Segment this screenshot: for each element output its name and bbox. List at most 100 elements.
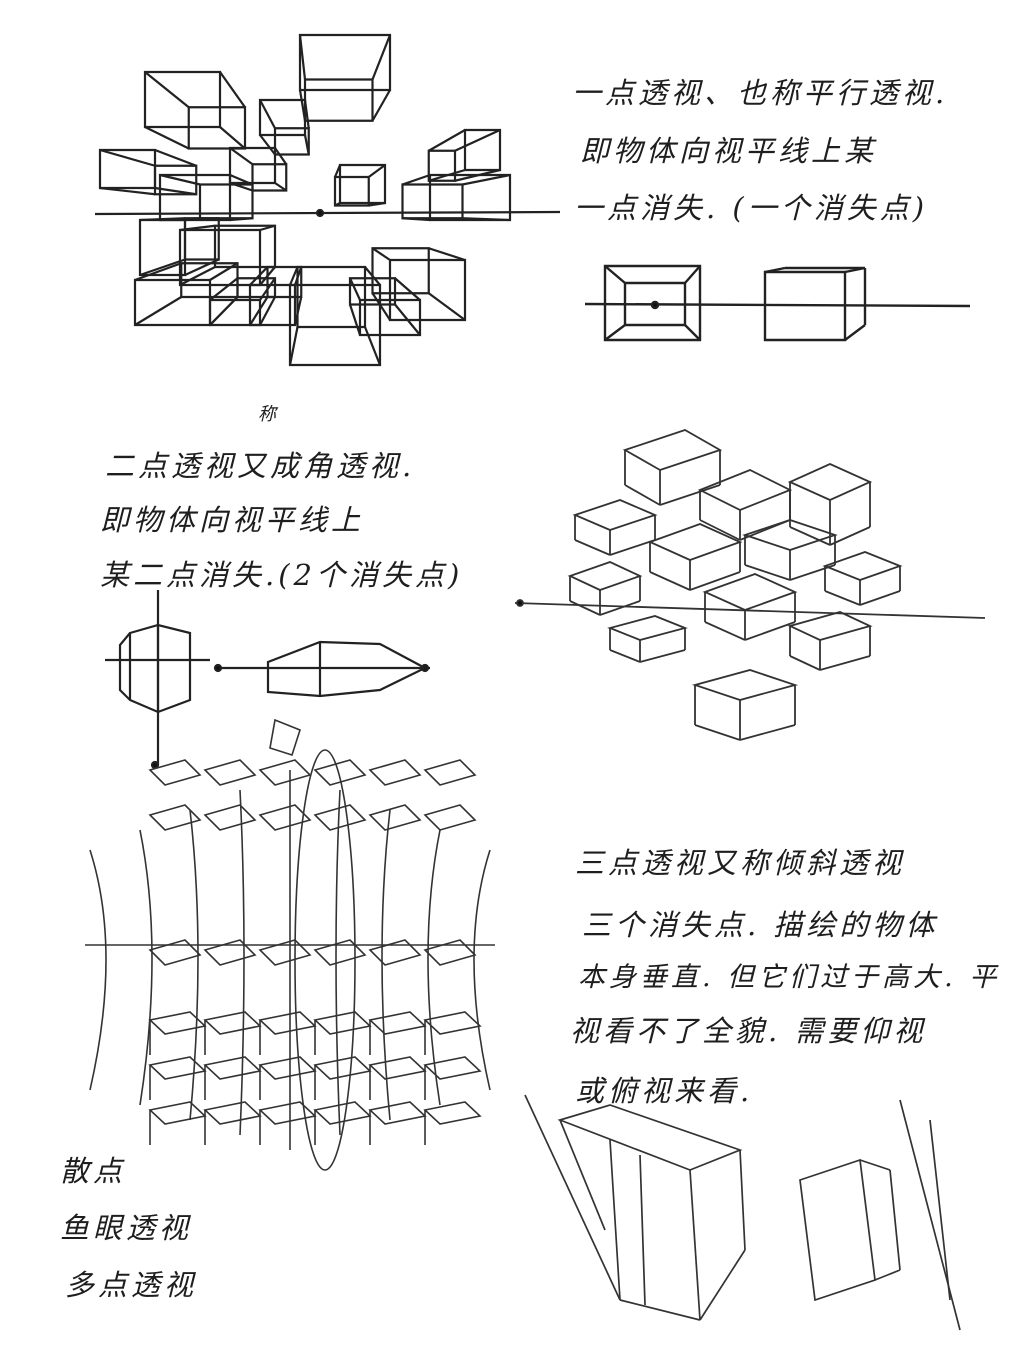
- sketch-stroke: [874, 1269, 901, 1281]
- box-edge: [394, 303, 421, 336]
- vanishing-point: [650, 300, 660, 310]
- sketch-stroke: [569, 600, 601, 616]
- box-edge: [179, 266, 216, 286]
- text-line: 即物体向视平线上: [100, 503, 365, 537]
- fisheye-box: [423, 804, 477, 831]
- fisheye-box: [368, 939, 422, 966]
- box-edge: [229, 147, 254, 166]
- box-edge: [249, 266, 269, 286]
- fisheye-box: [258, 1101, 317, 1125]
- curved-stroke: [381, 809, 391, 1121]
- box-edge: [428, 247, 466, 262]
- sketch-stroke: [744, 621, 796, 641]
- box-edge: [209, 277, 239, 301]
- box-edge: [229, 181, 253, 192]
- sketch-stroke: [859, 590, 901, 606]
- horizon-line: [94, 210, 561, 216]
- fisheye-box: [368, 759, 422, 786]
- box-edge: [209, 296, 239, 326]
- sketch-stroke: [859, 1159, 891, 1171]
- text-line: 三个消失点. 描绘的物体: [582, 908, 939, 942]
- box-edge: [184, 217, 219, 222]
- box-edge: [333, 164, 342, 178]
- fisheye-box: [258, 939, 312, 966]
- sketch-stroke: [574, 539, 611, 556]
- curved-stroke: [239, 789, 245, 1136]
- curved-stroke: [189, 809, 199, 1121]
- box: [288, 283, 382, 367]
- text-line: 或俯视来看.: [575, 1074, 754, 1108]
- fisheye-box: [313, 759, 367, 786]
- box-edge: [368, 201, 386, 207]
- vanishing-point: [516, 599, 524, 607]
- curved-stroke: [427, 829, 441, 1106]
- fisheye-box: [368, 1056, 427, 1080]
- vanishing-point: [315, 208, 325, 218]
- box-edge: [371, 292, 391, 321]
- vanishing-point: [213, 663, 223, 673]
- box-edge: [144, 71, 190, 109]
- sketch-stroke: [929, 1119, 951, 1301]
- box-edge: [428, 129, 466, 152]
- box: [98, 148, 157, 190]
- box: [298, 33, 392, 92]
- box-edge: [371, 34, 392, 80]
- box-top: [787, 611, 873, 641]
- box-top: [691, 669, 799, 701]
- box-edge: [259, 296, 276, 326]
- box: [178, 228, 262, 287]
- sketch-stroke: [609, 649, 641, 663]
- box-edge: [428, 292, 466, 321]
- fisheye-box: [258, 1011, 317, 1035]
- insert-mark: 称: [258, 404, 280, 425]
- curved-stroke: [335, 789, 341, 1136]
- sketch-stroke: [824, 590, 861, 606]
- box-edge: [303, 99, 310, 129]
- box-top: [647, 523, 743, 561]
- fisheye-box: [313, 1056, 372, 1080]
- sketch-stroke: [684, 324, 701, 341]
- box-edge: [303, 134, 310, 155]
- sketch-stroke: [699, 1249, 746, 1321]
- box-back: [273, 127, 310, 156]
- fisheye-box: [203, 939, 257, 966]
- sketch-stroke: [659, 484, 721, 506]
- box-edge: [364, 266, 381, 286]
- sketch-stroke: [744, 564, 791, 581]
- text-line: 视看不了全貌. 需要仰视: [570, 1014, 927, 1048]
- one-point-box-examples: [584, 264, 971, 342]
- fisheye-box: [203, 1056, 262, 1080]
- box-top: [622, 429, 723, 471]
- box-edge: [348, 304, 362, 336]
- box-back: [213, 224, 277, 269]
- fisheye-box: [148, 1056, 207, 1080]
- fisheye-box: [148, 1101, 207, 1125]
- box-edge: [209, 262, 239, 281]
- horizon-line: [584, 302, 971, 308]
- curved-stroke: [89, 849, 107, 1091]
- sketch-stroke: [604, 324, 626, 341]
- box-edge: [219, 126, 246, 150]
- box-edge: [184, 258, 220, 276]
- box-edge: [288, 266, 299, 286]
- box-edge: [139, 258, 186, 277]
- fisheye-box: [313, 1011, 372, 1035]
- fisheye-box: [148, 804, 202, 831]
- box: [248, 283, 297, 327]
- text-line: 鱼眼透视: [60, 1211, 193, 1245]
- box-edge: [229, 217, 253, 222]
- sketch-stroke: [689, 571, 741, 591]
- box-edge: [394, 277, 421, 301]
- sketch-stroke: [739, 724, 796, 741]
- text-line: 三点透视又称倾斜透视: [575, 846, 906, 880]
- fisheye-box: [203, 759, 257, 786]
- sketch-stroke: [639, 649, 686, 663]
- box-edge: [454, 168, 501, 182]
- fisheye-box: [258, 804, 312, 831]
- fisheye-box: [313, 939, 367, 966]
- text-line: 二点透视又成角透视.: [105, 449, 416, 483]
- box-edge: [428, 168, 466, 182]
- fisheye-box: [423, 759, 477, 786]
- fisheye-box: [258, 1056, 317, 1080]
